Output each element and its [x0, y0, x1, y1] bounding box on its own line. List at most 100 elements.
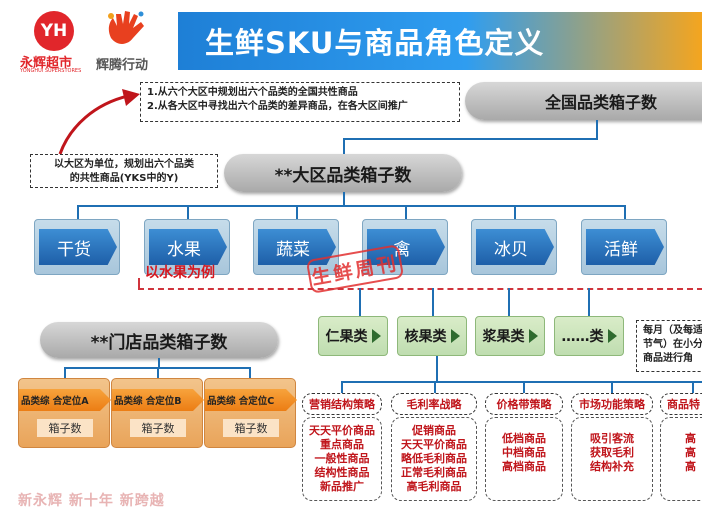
category-box-5: 冰贝: [471, 219, 557, 275]
connector-line: [77, 205, 79, 219]
subcategory-label: ……类: [561, 329, 604, 345]
category-label: 水果: [149, 229, 227, 265]
store-category-pill: **门店品类箱子数: [40, 322, 278, 358]
store-position-label: 品类综 合定位C: [205, 389, 297, 411]
store-position-label: 品类综 合定位A: [19, 389, 111, 411]
category-label: 冰贝: [476, 229, 554, 265]
strategy-item: 低档商品: [502, 432, 546, 445]
connector-line: [508, 288, 510, 316]
category-box-1: 干货: [34, 219, 120, 275]
connector-line: [187, 205, 189, 219]
store-box-a: 品类综 合定位A 箱子数: [18, 378, 111, 448]
slogan: 新永辉 新十年 新跨越: [18, 493, 165, 509]
connector-line: [343, 138, 345, 154]
hand-logo-icon: [108, 11, 144, 44]
strategy-item: 高: [685, 446, 696, 459]
connector-line: [436, 356, 438, 382]
connector-line: [405, 205, 407, 219]
note-right: 每月（及每适 节气）在小分 商品进行角: [636, 320, 702, 372]
strategy-header-5: 商品特: [660, 393, 702, 415]
subcategory-box-1: 仁果类: [318, 316, 388, 356]
store-box-c: 品类综 合定位C 箱子数: [204, 378, 297, 448]
logo-name: 永辉超市: [20, 56, 73, 71]
arrow-right-icon: [450, 329, 460, 343]
connector-line: [158, 358, 160, 368]
strategy-header-3: 价格带策略: [485, 393, 563, 415]
store-box-count: 箱子数: [37, 419, 93, 437]
category-box-2: 水果: [144, 219, 230, 275]
strategy-header-4: 市场功能策略: [571, 393, 653, 415]
curved-arrow-icon: [58, 89, 140, 155]
strategy-body-2: 促销商品 天天平价商品 略低毛利商品 正常毛利商品 高毛利商品: [391, 417, 477, 501]
store-box-count: 箱子数: [223, 419, 279, 437]
logo2-text: 辉腾行动: [96, 58, 149, 73]
strategy-item: 中档商品: [502, 446, 546, 459]
strategy-body-4: 吸引客流 获取毛利 结构补充: [571, 417, 653, 501]
red-dashed-line: [138, 288, 702, 290]
connector-line: [523, 381, 525, 393]
subcategory-label: 仁果类: [325, 329, 368, 345]
note-right-line-2: 节气）在小分: [643, 339, 702, 350]
category-label: 禽: [367, 229, 445, 265]
page-title: 生鲜SKU与商品角色定义: [205, 26, 545, 60]
yonghui-logo: YH: [34, 11, 74, 51]
connector-line: [434, 381, 436, 393]
strategy-header-1: 营销结构策略: [302, 393, 382, 415]
strategy-body-5: 高 高 高: [660, 417, 702, 501]
category-box-3: 蔬菜: [253, 219, 339, 275]
strategy-item: 重点商品: [320, 438, 364, 451]
store-position-label: 品类综 合定位B: [112, 389, 204, 411]
arrow-right-icon: [607, 329, 617, 343]
store-box-count: 箱子数: [130, 419, 186, 437]
strategy-item: 高毛利商品: [406, 480, 462, 493]
strategy-item: 新品推广: [320, 480, 364, 493]
national-category-pill: 全国品类箱子数: [465, 82, 702, 120]
connector-line: [341, 381, 702, 383]
note-top-line-2: 2.从各大区中寻找出六个品类的差异商品，在各大区间推广: [147, 101, 408, 112]
connector-line: [341, 381, 343, 393]
store-box-b: 品类综 合定位B 箱子数: [111, 378, 204, 448]
connector-line: [77, 205, 625, 207]
example-label: 以水果为例: [145, 265, 215, 281]
strategy-item: 结构补充: [590, 460, 634, 473]
strategy-body-1: 天天平价商品 重点商品 一般性商品 结构性商品 新品推广: [302, 417, 382, 501]
strategy-item: 一般性商品: [314, 452, 370, 465]
strategy-item: 天天平价商品: [401, 438, 467, 451]
note-left-line-1: 以大区为单位，规划出六个品类: [54, 159, 194, 170]
connector-line: [359, 288, 361, 316]
strategy-item: 高: [685, 460, 696, 473]
strategy-item: 正常毛利商品: [401, 466, 467, 479]
note-top-line-1: 1.从六个大区中规划出六个品类的全国共性商品: [147, 87, 358, 98]
strategy-item: 结构性商品: [314, 466, 370, 479]
category-box-6: 活鲜: [581, 219, 667, 275]
strategy-item: 获取毛利: [590, 446, 634, 459]
category-label: 活鲜: [586, 229, 664, 265]
strategy-item: 高档商品: [502, 460, 546, 473]
connector-line: [157, 367, 159, 379]
connector-line: [514, 205, 516, 219]
connector-line: [624, 205, 626, 219]
note-right-line-3: 商品进行角: [643, 353, 693, 364]
strategy-item: 略低毛利商品: [401, 452, 467, 465]
note-right-line-1: 每月（及每适: [643, 325, 702, 336]
connector-line: [588, 288, 590, 316]
connector-line: [611, 381, 613, 393]
connector-line: [64, 367, 66, 379]
strategy-header-2: 毛利率战略: [391, 393, 477, 415]
subcategory-box-3: 浆果类: [475, 316, 545, 356]
logo-subtitle: YONGHUI SUPERSTORES: [20, 68, 82, 74]
strategy-body-3: 低档商品 中档商品 高档商品: [485, 417, 563, 501]
arrow-right-icon: [528, 329, 538, 343]
category-box-4: 禽: [362, 219, 448, 275]
connector-line: [249, 367, 251, 379]
strategy-item: 吸引客流: [590, 432, 634, 445]
arrow-right-icon: [371, 329, 381, 343]
note-left: 以大区为单位，规划出六个品类 的共性商品(YKS中的Y): [30, 154, 218, 188]
connector-line: [343, 192, 345, 206]
subcategory-box-4: ……类: [554, 316, 624, 356]
subcategory-label: 核果类: [404, 329, 447, 345]
connector-line: [296, 205, 298, 219]
note-top: 1.从六个大区中规划出六个品类的全国共性商品 2.从各大区中寻找出六个品类的差异…: [140, 82, 460, 122]
note-left-line-2: 的共性商品(YKS中的Y): [69, 173, 179, 184]
connector-line: [692, 381, 694, 393]
